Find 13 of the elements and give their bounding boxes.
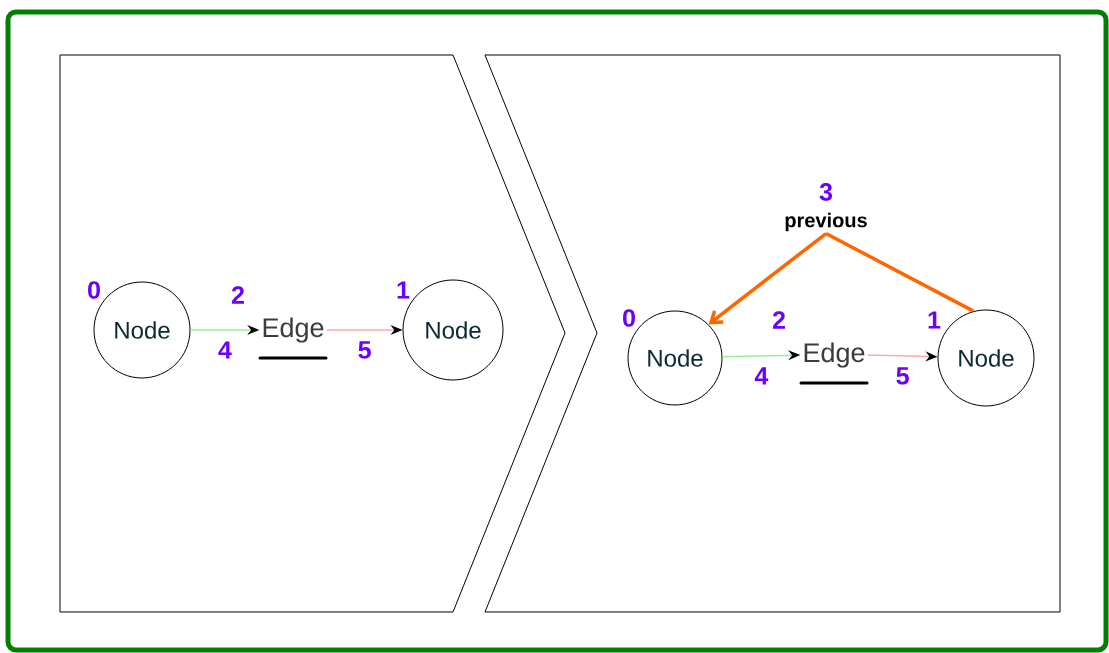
panel (59, 54, 566, 613)
arrow (708, 232, 828, 325)
panel (484, 54, 1061, 613)
pointer-label: previous (785, 212, 867, 232)
edge-label: 4 (216, 340, 233, 360)
edge-label: 5 (894, 366, 911, 386)
edge-text: Edge (799, 342, 869, 385)
edge-text: Edge (258, 317, 328, 360)
callout-number: 2 (231, 286, 244, 304)
callout-number: 3 (819, 183, 833, 201)
edge-label: 4 (753, 366, 770, 386)
callout-number: 2 (772, 311, 785, 329)
edge-label: 5 (356, 340, 373, 360)
